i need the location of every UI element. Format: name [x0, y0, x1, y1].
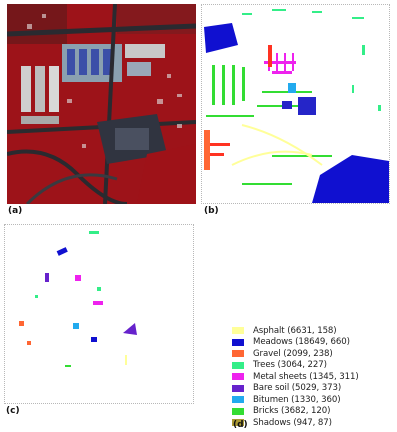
legend-label: Bitumen (1330, 360): [253, 394, 341, 405]
sample-trees-1: [89, 231, 99, 234]
sample-gravel-2: [27, 341, 31, 345]
gravel-regions: [206, 45, 272, 156]
legend-item: Trees (3064, 227): [232, 360, 397, 372]
sample-bitumen-1: [73, 323, 79, 329]
legend-swatch: [232, 327, 244, 335]
sample-meadows-1: [56, 247, 68, 256]
meadows-large-region: [312, 155, 389, 203]
legend-swatch: [232, 384, 244, 392]
legend-item: Bare soil (5029, 373): [232, 383, 397, 395]
sample-meadows-2: [91, 337, 97, 342]
legend-label: Gravel (2099, 238): [253, 348, 333, 359]
sample-bare-soil-2: [123, 323, 137, 335]
sample-bricks-1: [65, 365, 71, 367]
legend-swatch: [232, 350, 244, 358]
legend-label: Meadows (18649, 660): [253, 337, 350, 348]
training-samples-map: [5, 225, 193, 403]
meadows-region: [204, 23, 238, 53]
legend-item: Asphalt (6631, 158): [232, 325, 397, 337]
sample-metal-2: [93, 301, 103, 305]
legend-item: Bitumen (1330, 360): [232, 394, 397, 406]
bare-soil-regions: [282, 97, 316, 115]
gravel-strip: [204, 130, 210, 170]
legend-label: Asphalt (6631, 158): [253, 325, 337, 336]
caption-c: (c): [6, 406, 20, 416]
class-legend: Asphalt (6631, 158)Meadows (18649, 660)G…: [232, 325, 397, 429]
ground-truth-map: [202, 5, 389, 203]
legend-label: Shadows (947, 87): [253, 417, 332, 428]
legend-item: Metal sheets (1345, 311): [232, 371, 397, 383]
false-color-image: [7, 4, 196, 204]
caption-b: (b): [204, 206, 219, 216]
legend-label: Bare soil (5029, 373): [253, 383, 342, 394]
bricks-regions: [206, 65, 332, 185]
asphalt-regions: [231, 124, 323, 166]
sample-bare-soil-1: [45, 273, 49, 282]
sample-trees-3: [35, 295, 38, 298]
sample-trees-2: [97, 287, 101, 291]
legend-item: Meadows (18649, 660): [232, 337, 397, 349]
ground-truth-panel: [201, 4, 390, 204]
false-color-image-panel: [7, 4, 196, 204]
legend-swatch: [232, 373, 244, 381]
caption-d: (d): [233, 420, 248, 430]
legend-swatch: [232, 419, 244, 427]
sample-metal-1: [75, 275, 81, 281]
legend-item: Shadows (947, 87): [232, 417, 397, 429]
legend-label: Bricks (3682, 120): [253, 406, 331, 417]
sample-gravel-1: [19, 321, 24, 326]
sample-asphalt-1: [125, 355, 127, 365]
legend-swatch: [232, 338, 244, 346]
legend-swatch: [232, 407, 244, 415]
legend-item: Gravel (2099, 238): [232, 348, 397, 360]
legend-swatch: [232, 396, 244, 404]
training-samples-panel: [4, 224, 194, 404]
bitumen-region: [288, 83, 296, 93]
legend-swatch: [232, 361, 244, 369]
legend-label: Metal sheets (1345, 311): [253, 371, 359, 382]
legend-label: Trees (3064, 227): [253, 360, 327, 371]
trees-regions: [242, 9, 381, 111]
legend-item: Bricks (3682, 120): [232, 406, 397, 418]
caption-a: (a): [8, 206, 23, 216]
